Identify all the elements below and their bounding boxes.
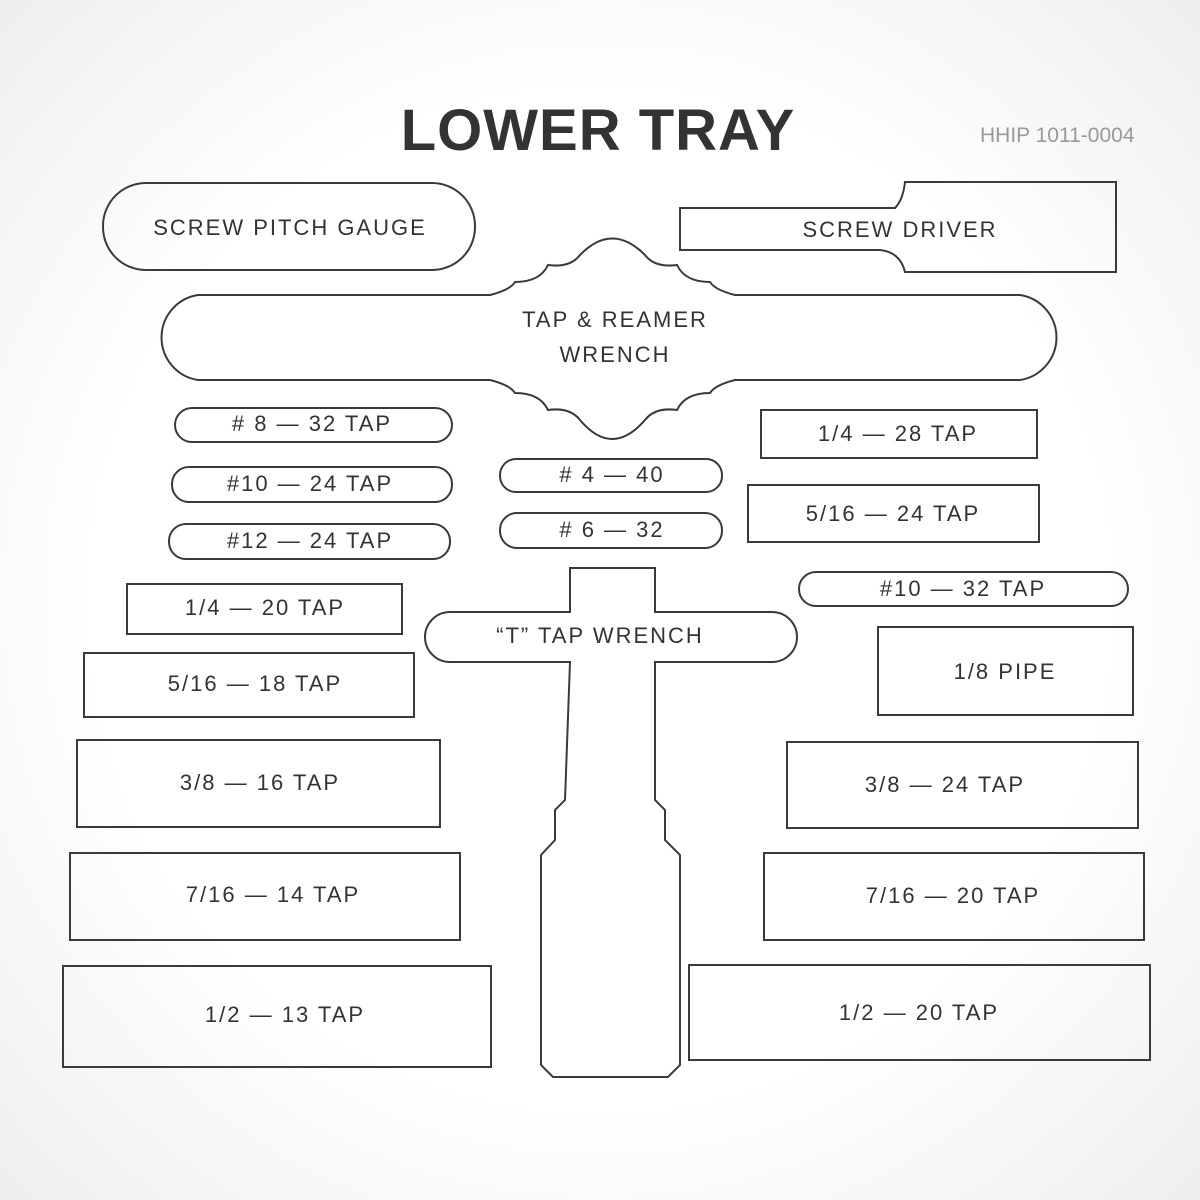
- svg-text:“T” TAP WRENCH: “T” TAP WRENCH: [496, 623, 704, 648]
- svg-text:#10 — 24 TAP: #10 — 24 TAP: [227, 471, 393, 496]
- slot-t-tap-wrench: “T” TAP WRENCH: [424, 567, 798, 1078]
- svg-text:WRENCH: WRENCH: [560, 342, 671, 367]
- slot-tap-1-4-20: 1/4 — 20 TAP: [126, 583, 403, 635]
- slot-tap-3-8-16: 3/8 — 16 TAP: [76, 739, 441, 828]
- svg-text:TAP & REAMER: TAP & REAMER: [522, 307, 708, 332]
- svg-text:# 4 — 40: # 4 — 40: [559, 462, 664, 487]
- slot-tap-1-4-28: 1/4 — 28 TAP: [760, 409, 1038, 459]
- slot-tap-7-16-20: 7/16 — 20 TAP: [763, 852, 1145, 941]
- slot-tap-7-16-14: 7/16 — 14 TAP: [69, 852, 461, 941]
- slot-tap-6-32: # 6 — 32: [499, 512, 723, 549]
- svg-text:# 8 — 32 TAP: # 8 — 32 TAP: [232, 411, 392, 436]
- svg-text:5/16 — 24 TAP: 5/16 — 24 TAP: [806, 501, 980, 526]
- slot-screw-pitch-gauge: SCREW PITCH GAUGE: [102, 182, 476, 271]
- svg-text:SCREW PITCH GAUGE: SCREW PITCH GAUGE: [153, 215, 427, 240]
- slot-tap-reamer-wrench: TAP & REAMER WRENCH: [160, 237, 1058, 440]
- svg-text:3/8 — 16 TAP: 3/8 — 16 TAP: [180, 770, 340, 795]
- svg-text:#12 — 24 TAP: #12 — 24 TAP: [227, 528, 393, 553]
- svg-text:7/16 — 14 TAP: 7/16 — 14 TAP: [186, 882, 360, 907]
- slot-tap-10-24: #10 — 24 TAP: [171, 466, 453, 503]
- svg-text:1/4 — 20 TAP: 1/4 — 20 TAP: [185, 595, 345, 620]
- svg-text:3/8 — 24 TAP: 3/8 — 24 TAP: [865, 772, 1025, 797]
- slot-pipe-1-8: 1/8 PIPE: [877, 626, 1134, 716]
- slot-screw-driver: SCREW DRIVER: [679, 181, 1117, 273]
- slot-tap-4-40: # 4 — 40: [499, 458, 723, 493]
- page-title: LOWER TRAY: [401, 98, 796, 163]
- svg-text:7/16 — 20 TAP: 7/16 — 20 TAP: [866, 883, 1040, 908]
- part-number: HHIP 1011-0004: [980, 124, 1135, 147]
- svg-text:5/16 — 18 TAP: 5/16 — 18 TAP: [168, 671, 342, 696]
- svg-text:# 6 — 32: # 6 — 32: [559, 517, 664, 542]
- slot-tap-12-24: #12 — 24 TAP: [168, 523, 451, 560]
- svg-text:1/2 — 20 TAP: 1/2 — 20 TAP: [839, 1000, 999, 1025]
- svg-text:#10 — 32 TAP: #10 — 32 TAP: [880, 576, 1046, 601]
- slot-tap-8-32: # 8 — 32 TAP: [174, 407, 453, 443]
- slot-tap-3-8-24: 3/8 — 24 TAP: [786, 741, 1139, 829]
- slot-tap-5-16-18: 5/16 — 18 TAP: [83, 652, 415, 718]
- svg-text:1/8 PIPE: 1/8 PIPE: [954, 659, 1057, 684]
- slot-tap-10-32: #10 — 32 TAP: [798, 571, 1129, 607]
- slot-tap-5-16-24: 5/16 — 24 TAP: [747, 484, 1040, 543]
- svg-text:1/2 — 13 TAP: 1/2 — 13 TAP: [205, 1002, 365, 1027]
- slot-tap-1-2-13: 1/2 — 13 TAP: [62, 965, 492, 1068]
- slot-tap-1-2-20: 1/2 — 20 TAP: [688, 964, 1151, 1061]
- svg-text:1/4 — 28 TAP: 1/4 — 28 TAP: [818, 421, 978, 446]
- svg-text:SCREW DRIVER: SCREW DRIVER: [802, 217, 997, 242]
